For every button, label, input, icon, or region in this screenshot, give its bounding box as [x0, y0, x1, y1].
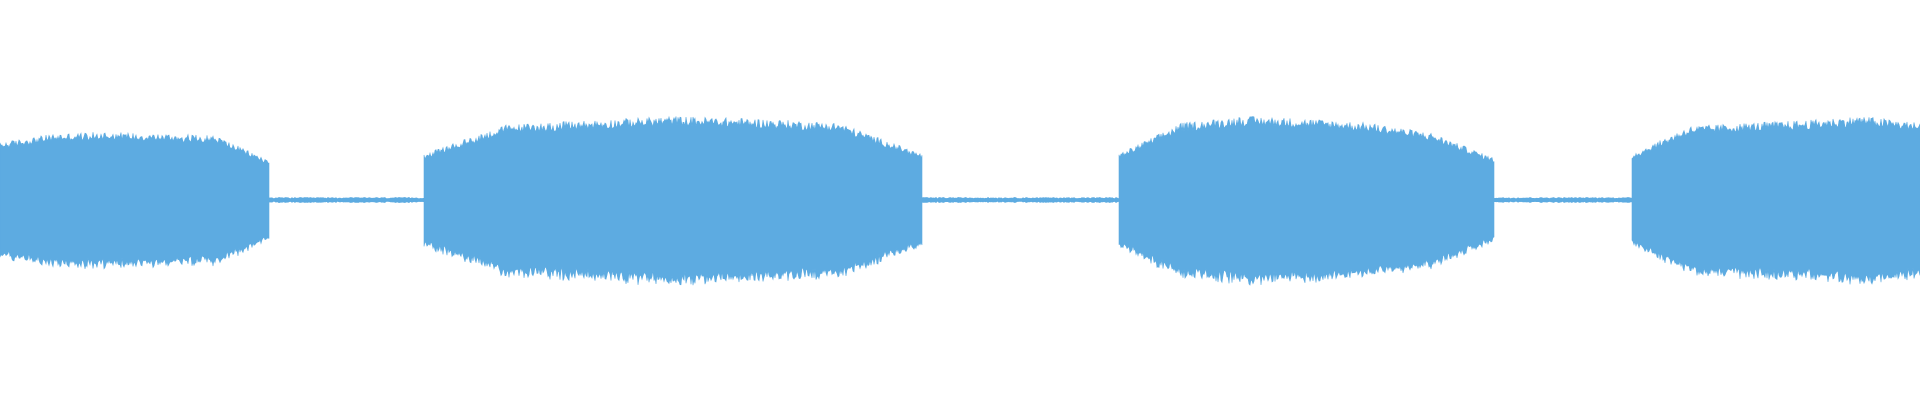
waveform-silence-3: [921, 196, 1120, 204]
waveform-burst-6: [1631, 116, 1920, 285]
waveform-channel: [0, 115, 1920, 286]
waveform-burst-2: [423, 115, 923, 286]
waveform-burst-0: [0, 131, 270, 270]
waveform-burst-4: [1118, 116, 1495, 286]
waveform-silence-5: [1493, 197, 1633, 203]
waveform-silence-1: [268, 196, 425, 204]
